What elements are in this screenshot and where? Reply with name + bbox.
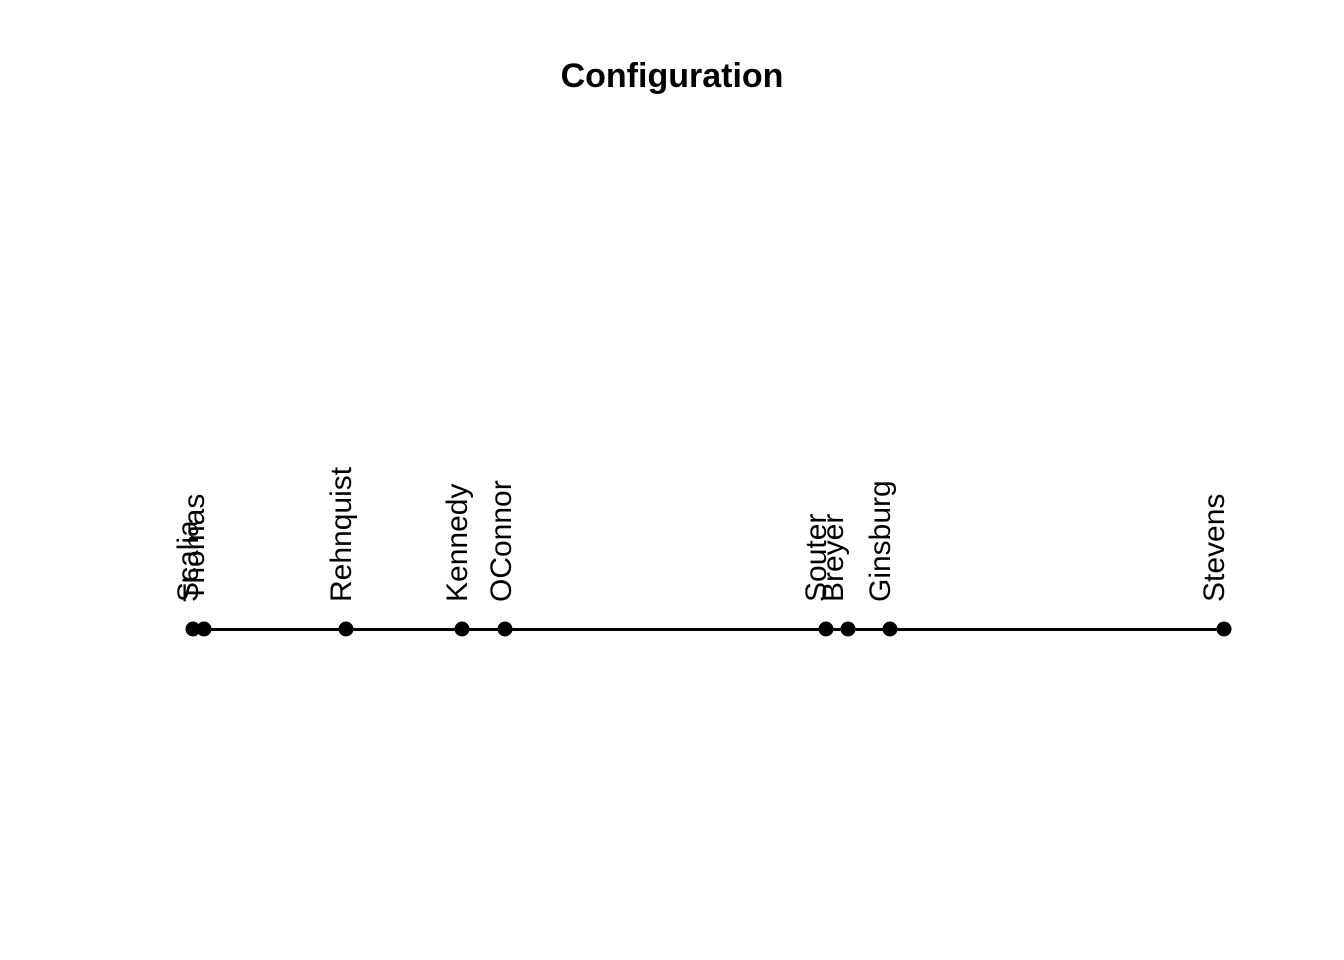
data-point [497,621,513,637]
data-point-label: Rehnquist [325,466,358,602]
data-point [454,621,470,637]
data-point-label: Thomas [178,493,211,602]
axis-line [190,628,1230,631]
data-point-label: OConnor [485,480,518,602]
data-point-label: Kennedy [441,483,474,602]
data-point-label: Ginsburg [864,480,897,602]
page-title: Configuration [560,57,784,95]
data-point [840,621,856,637]
data-point [818,621,834,637]
data-point [338,621,354,637]
data-point [1216,621,1232,637]
data-point-label: Stevens [1198,493,1231,602]
data-point [196,621,212,637]
data-point-label: Breyer [817,513,850,602]
data-point [882,621,898,637]
